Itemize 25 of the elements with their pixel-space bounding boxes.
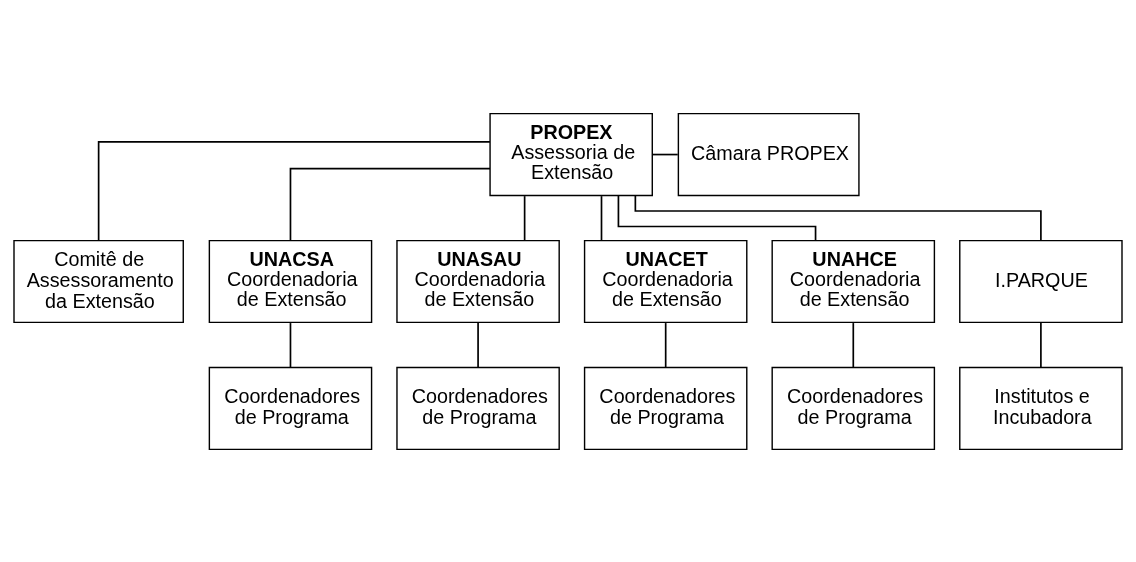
node-box: UNASAU Coordenadoria de Extensão xyxy=(396,239,560,323)
node-box: Coordenadores de Programa xyxy=(208,366,373,450)
node-box: PROPEX Assessoria de Extensão xyxy=(489,112,653,196)
connector xyxy=(617,194,817,241)
connector xyxy=(852,321,855,368)
node-box: UNACSA Coordenadoria de Extensão xyxy=(208,239,373,323)
connector xyxy=(1040,321,1042,368)
connector xyxy=(289,321,292,368)
connector xyxy=(289,167,491,241)
node-box: Coordenadores de Programa xyxy=(396,366,560,450)
node-box: UNAHCE Coordenadoria de Extensão xyxy=(771,239,936,323)
connector xyxy=(651,153,679,155)
connector xyxy=(477,321,479,368)
node-box: Câmara PROPEX xyxy=(677,112,860,196)
connector xyxy=(634,194,1042,241)
node-box: UNACET Coordenadoria de Extensão xyxy=(583,239,748,323)
node-box: Coordenadores de Programa xyxy=(771,366,936,450)
node-box: Comitê de Assessoramento da Extensão xyxy=(13,239,184,323)
node-box: Institutos e Incubadora xyxy=(959,366,1123,450)
connector xyxy=(600,194,603,241)
connector xyxy=(97,140,491,241)
connector xyxy=(523,194,526,241)
connector xyxy=(664,321,667,368)
node-box: Coordenadores de Programa xyxy=(583,366,748,450)
node-box: I.PARQUE xyxy=(959,239,1123,323)
